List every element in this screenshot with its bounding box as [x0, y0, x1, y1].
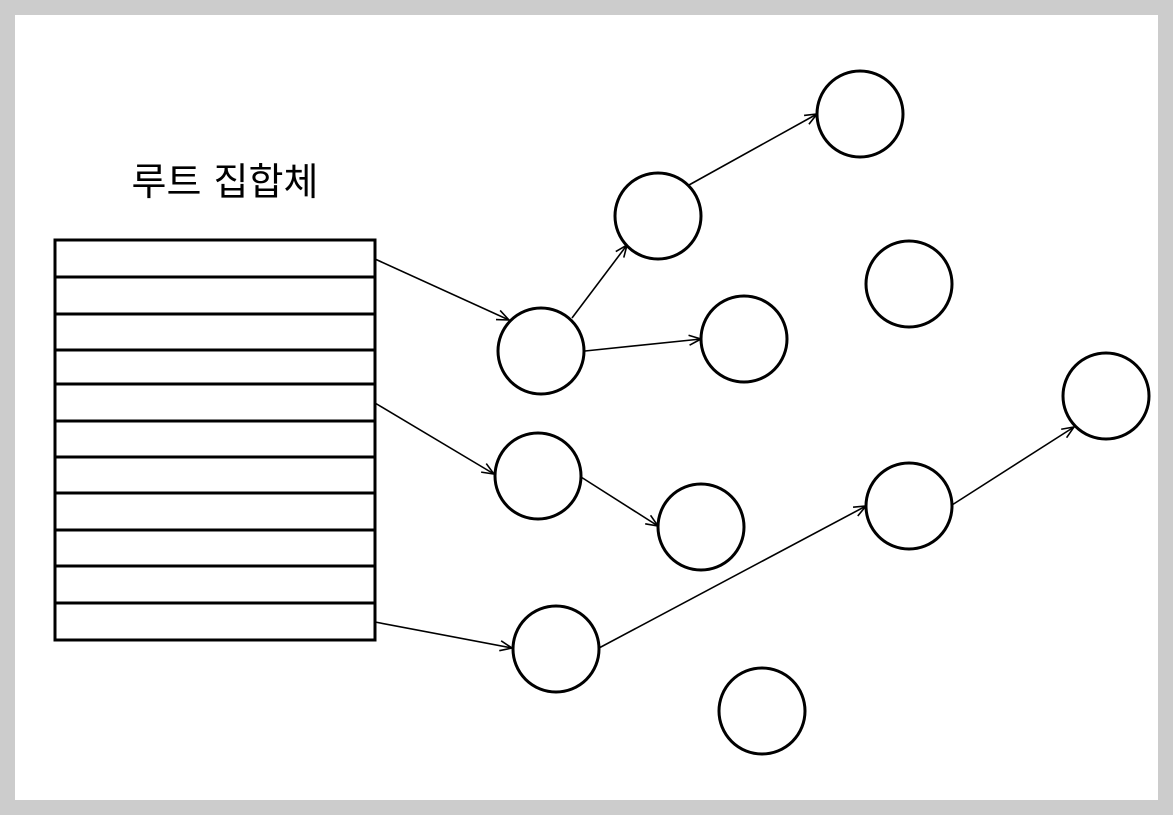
arrow-n8-to-n9 [951, 427, 1074, 506]
unreachable-object-node [717, 666, 807, 756]
root-set-border [53, 238, 377, 642]
root-set-title: 루트 집합체 [131, 160, 319, 204]
object-node [815, 69, 905, 159]
object-node [613, 171, 703, 261]
object-node [511, 604, 601, 694]
arrow-root-to-n5 [374, 402, 494, 474]
object-node [656, 482, 746, 572]
reference-arrows [374, 114, 1074, 649]
arrow-n1-to-n4 [584, 339, 701, 352]
object-node [1061, 351, 1151, 441]
object-node [493, 431, 583, 521]
object-nodes [493, 69, 1151, 756]
object-node [496, 306, 586, 396]
arrow-root-to-n7 [374, 621, 512, 648]
unreachable-object-node [864, 239, 954, 329]
arrow-n7-to-n8 [598, 506, 866, 649]
arrow-n5-to-n6 [580, 476, 658, 526]
arrow-n1-to-n2 [571, 245, 627, 319]
root-set-table [53, 238, 377, 642]
object-node [699, 294, 789, 384]
arrow-n2-to-n3 [688, 114, 817, 186]
arrow-root-to-n1 [374, 258, 509, 320]
object-node [864, 461, 954, 551]
